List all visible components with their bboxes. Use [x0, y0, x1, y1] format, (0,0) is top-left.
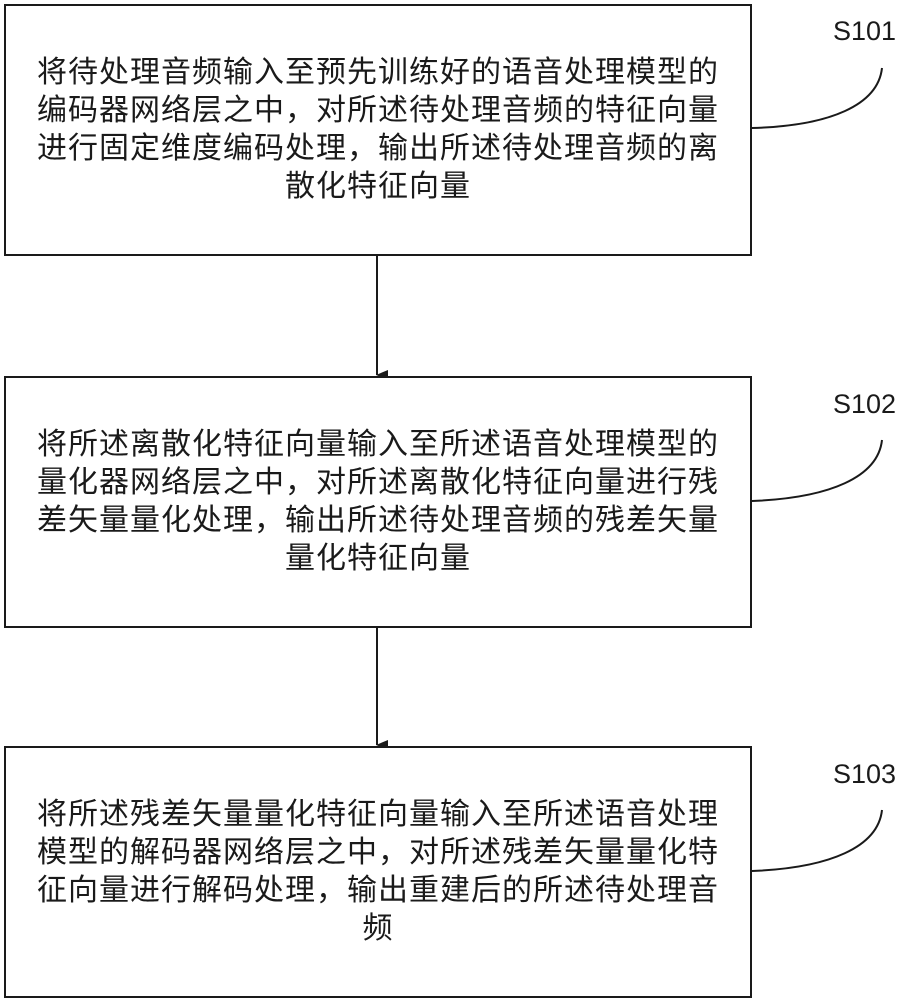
step-box-s103: 将所述残差矢量量化特征向量输入至所述语音处理 模型的解码器网络层之中，对所述残差…: [4, 746, 752, 998]
text-line: 进行固定维度编码处理，输出所述待处理音频的离: [37, 131, 719, 166]
step-label-s101: S101: [833, 16, 897, 46]
step-box-s101: 将待处理音频输入至预先训练好的语音处理模型的 编码器网络层之中，对所述待处理音频…: [4, 4, 752, 256]
text-line: 量化器网络层之中，对所述离散化特征向量进行残: [37, 465, 719, 500]
step-box-s102: 将所述离散化特征向量输入至所述语音处理模型的 量化器网络层之中，对所述离散化特征…: [4, 376, 752, 628]
step-label-s103: S103: [833, 759, 897, 789]
step-label-s102: S102: [833, 389, 897, 419]
text-line: 频: [362, 911, 394, 946]
leader-line-s101: [751, 67, 883, 129]
text-line: 将所述离散化特征向量输入至所述语音处理模型的: [37, 427, 719, 462]
step-text-s101: 将待处理音频输入至预先训练好的语音处理模型的 编码器网络层之中，对所述待处理音频…: [13, 54, 743, 206]
text-line: 模型的解码器网络层之中，对所述残差矢量量化特: [37, 835, 719, 870]
step-text-s102: 将所述离散化特征向量输入至所述语音处理模型的 量化器网络层之中，对所述离散化特征…: [13, 426, 743, 578]
text-line: 将所述残差矢量量化特征向量输入至所述语音处理: [37, 797, 719, 832]
text-line: 量化特征向量: [285, 541, 471, 576]
text-line: 征向量进行解码处理，输出重建后的所述待处理音: [37, 873, 719, 908]
text-line: 差矢量量化处理，输出所述待处理音频的残差矢量: [37, 503, 719, 538]
text-line: 将待处理音频输入至预先训练好的语音处理模型的: [37, 55, 719, 90]
leader-line-s103: [751, 809, 883, 872]
leader-line-s102: [751, 439, 883, 502]
text-line: 编码器网络层之中，对所述待处理音频的特征向量: [37, 93, 719, 128]
step-text-s103: 将所述残差矢量量化特征向量输入至所述语音处理 模型的解码器网络层之中，对所述残差…: [13, 796, 743, 948]
text-line: 散化特征向量: [285, 169, 471, 204]
